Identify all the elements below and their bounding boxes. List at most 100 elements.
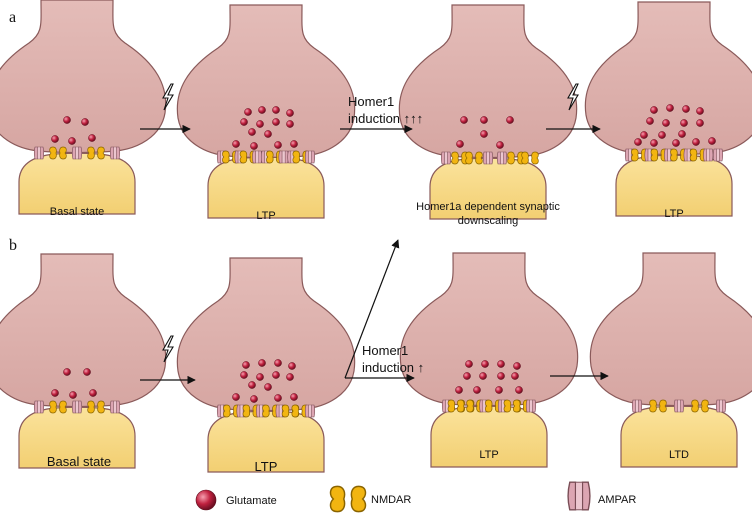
ampar-receptor [712,148,724,162]
arrow-label-induction-a: induction ↑↑↑ [348,111,423,126]
glutamate-molecule [646,117,654,125]
glutamate-molecule [250,142,258,150]
glutamate-molecule [515,386,523,394]
stage-label: Basal state [47,454,111,469]
glutamate-molecule [256,120,264,128]
glutamate-molecule [696,107,704,115]
ampar-receptor [673,399,685,413]
stimulus-bolt-icon [162,83,174,111]
arrow-b-up [344,239,400,379]
glutamate-molecule [244,108,252,116]
glutamate-molecule [272,118,280,126]
glutamate-molecule [63,116,71,124]
stage-label: LTD [669,449,689,461]
glutamate-molecule [264,130,272,138]
synapse-unit [589,252,752,468]
arrow-label-homer1-b: Homer1 [362,343,408,358]
glutamate-molecule [479,372,487,380]
glutamate-molecule [290,140,298,148]
glutamate-molecule [513,362,521,370]
ampar-receptor [304,404,316,418]
ampar-receptor [71,400,83,414]
glutamate-molecule [708,137,716,145]
glutamate-molecule [248,381,256,389]
ampar-receptor [496,151,508,165]
glutamate-molecule [264,383,272,391]
ampar-receptor [33,146,45,160]
stage-label: LTP [256,210,275,222]
synapse-unit [176,257,356,473]
legend-label: AMPAR [598,494,636,506]
glutamate-molecule [678,130,686,138]
presynaptic-terminal [584,1,752,156]
glutamate-molecule [68,137,76,145]
glutamate-molecule [274,394,282,402]
glutamate-molecule [232,140,240,148]
ampar-receptor [109,146,121,160]
legend: Glutamate NMDAR AMPAR [195,481,636,513]
glutamate-icon [195,489,217,511]
glutamate-molecule [481,360,489,368]
glutamate-molecule [497,372,505,380]
glutamate-molecule [650,139,658,147]
ampar-receptor [252,150,263,164]
glutamate-molecule [463,372,471,380]
glutamate-molecule [658,131,666,139]
glutamate-molecule [496,141,504,149]
glutamate-molecule [250,395,258,403]
glutamate-molecule [465,360,473,368]
ampar-receptor [631,399,643,413]
glutamate-molecule [662,119,670,127]
nmdar-icon [329,485,367,513]
glutamate-molecule [272,106,280,114]
presynaptic-terminal [399,252,579,407]
glutamate-molecule [680,119,688,127]
glutamate-molecule [232,393,240,401]
synapse-unit [398,4,578,220]
ampar-receptor [109,400,121,414]
glutamate-molecule [696,119,704,127]
glutamate-molecule [480,130,488,138]
presynaptic-terminal [398,4,578,159]
ampar-receptor [278,150,289,164]
glutamate-molecule [511,372,519,380]
postsynaptic-terminal [207,156,325,219]
ampar-receptor [482,151,494,165]
glutamate-molecule [248,128,256,136]
synapse-unit [584,1,752,217]
ampar-receptor [71,146,83,160]
glutamate-molecule [83,368,91,376]
glutamate-molecule [455,386,463,394]
synapse-unit [0,253,167,469]
glutamate-molecule [666,104,674,112]
ampar-receptor [715,399,727,413]
presynaptic-terminal [0,0,167,154]
stage-label: Basal state [50,206,104,218]
glutamate-molecule [51,389,59,397]
panel-b-letter: b [9,237,17,254]
ampar-receptor [525,399,537,413]
glutamate-molecule [460,116,468,124]
glutamate-molecule [480,116,488,124]
legend-label: Glutamate [226,495,277,507]
glutamate-molecule [692,138,700,146]
ampar-receptor [304,150,316,164]
arrow-label-homer1-a: Homer1 [348,94,394,109]
glutamate-molecule [258,359,266,367]
glutamate-molecule [497,360,505,368]
glutamate-molecule [672,139,680,147]
glutamate-molecule [286,120,294,128]
glutamate-molecule [69,391,77,399]
glutamate-molecule [274,359,282,367]
legend-label: NMDAR [371,494,411,506]
stimulus-bolt-icon [567,83,579,111]
glutamate-molecule [240,118,248,126]
glutamate-molecule [634,138,642,146]
stimulus-bolt-icon [162,335,174,363]
glutamate-molecule [242,361,250,369]
synapse-unit [399,252,579,468]
synapse-unit [0,0,167,215]
glutamate-molecule [89,389,97,397]
glutamate-molecule [286,373,294,381]
glutamate-molecule [274,141,282,149]
